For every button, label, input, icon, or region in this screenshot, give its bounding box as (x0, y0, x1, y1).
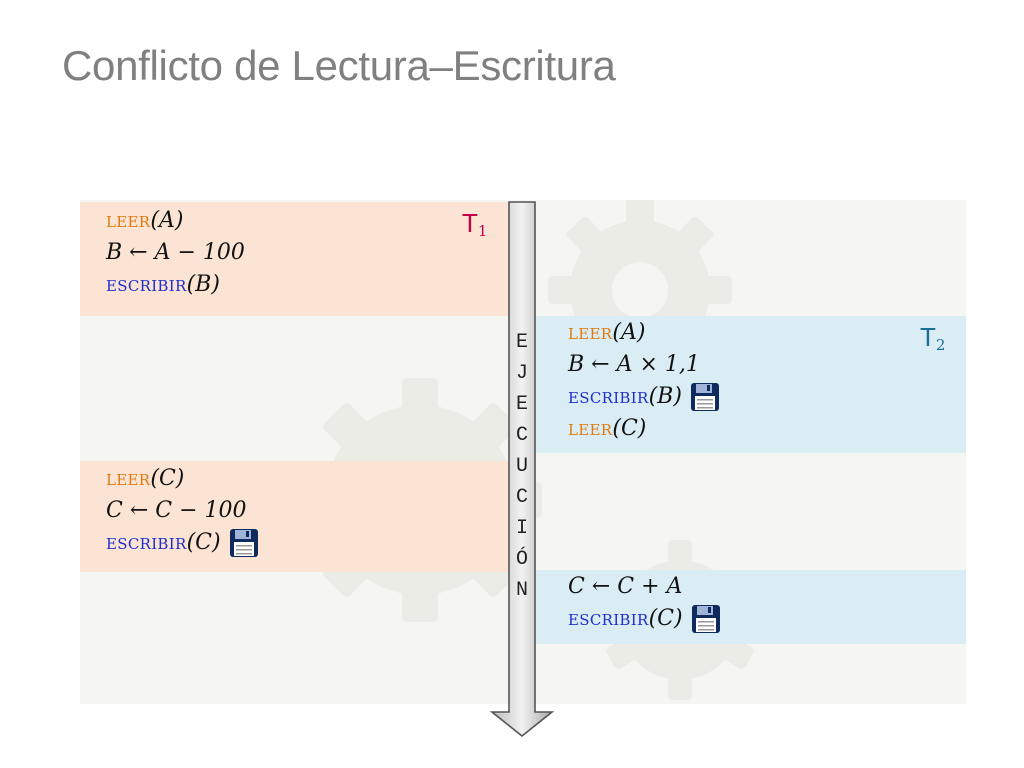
op-line: leer(C) (106, 463, 259, 495)
execution-letter: I (515, 517, 528, 540)
execution-letter: C (515, 486, 528, 509)
t1-block-2-ops: leer(C) C ← C − 100 escribir(C) (106, 463, 259, 559)
t2-block-1-band (536, 316, 966, 453)
op-line: leer(C) (568, 413, 720, 445)
assign-line: B ← A − 100 (106, 237, 245, 269)
escribir-keyword: escribir (568, 606, 649, 631)
assign-arrow: ← (591, 574, 611, 599)
assign-rhs: A × 1,1 (616, 352, 700, 377)
op-line: escribir(C) (106, 527, 259, 559)
op-line: escribir(C) (568, 603, 721, 635)
execution-letter: E (515, 393, 528, 416)
page-title: Conflicto de Lectura–Escritura (62, 42, 616, 89)
floppy-disk-icon (229, 529, 258, 557)
leer-keyword: leer (568, 416, 613, 441)
assign-arrow: ← (129, 498, 149, 523)
leer-keyword: leer (106, 466, 151, 491)
execution-arrow (489, 201, 555, 738)
floppy-disk-icon (691, 605, 720, 633)
execution-letter: U (515, 455, 528, 478)
assign-line: C ← C − 100 (106, 495, 259, 527)
floppy-disk-icon (690, 383, 719, 411)
t2-block-1-ops: leer(A) B ← A × 1,1 escribir(B) leer(C) (568, 317, 720, 445)
assign-line: C ← C + A (568, 571, 721, 603)
leer-keyword: leer (106, 208, 151, 233)
op-argument: (B) (648, 384, 682, 409)
escribir-keyword: escribir (568, 384, 649, 409)
assign-rhs: C − 100 (155, 498, 247, 523)
op-line: escribir(B) (568, 381, 720, 413)
t1-block-2-band (80, 461, 510, 572)
assign-arrow: ← (129, 240, 148, 265)
assign-lhs: C (106, 498, 123, 523)
op-line: escribir(B) (106, 269, 245, 301)
assign-arrow: ← (591, 352, 610, 377)
execution-letter: C (515, 424, 528, 447)
execution-letter: Ó (515, 548, 528, 571)
assign-rhs: A − 100 (154, 240, 245, 265)
assign-lhs: B (568, 352, 585, 377)
op-argument: (A) (612, 320, 646, 345)
assign-rhs: C + A (617, 574, 683, 599)
op-argument: (C) (186, 530, 221, 555)
escribir-keyword: escribir (106, 272, 187, 297)
escribir-keyword: escribir (106, 530, 187, 555)
op-argument: (C) (150, 466, 185, 491)
op-line: leer(A) (568, 317, 720, 349)
t1-block-1-ops: leer(A) B ← A − 100 escribir(B) (106, 205, 245, 301)
op-argument: (C) (612, 416, 647, 441)
op-argument: (C) (648, 606, 683, 631)
t1-block-1-band (80, 202, 510, 316)
op-argument: (B) (186, 272, 220, 297)
assign-line: B ← A × 1,1 (568, 349, 720, 381)
execution-label: E J E C U C I Ó N (509, 327, 535, 606)
assign-lhs: B (106, 240, 123, 265)
assign-lhs: C (568, 574, 585, 599)
leer-keyword: leer (568, 320, 613, 345)
op-argument: (A) (150, 208, 184, 233)
execution-letter: N (515, 579, 528, 602)
t2-block-2-band (536, 570, 966, 644)
execution-letter: E (515, 331, 528, 354)
t2-label: T2 (920, 322, 946, 354)
t1-label: T1 (462, 208, 488, 240)
op-line: leer(A) (106, 205, 245, 237)
t2-block-2-ops: C ← C + A escribir(C) (568, 571, 721, 635)
execution-letter: J (515, 362, 528, 385)
